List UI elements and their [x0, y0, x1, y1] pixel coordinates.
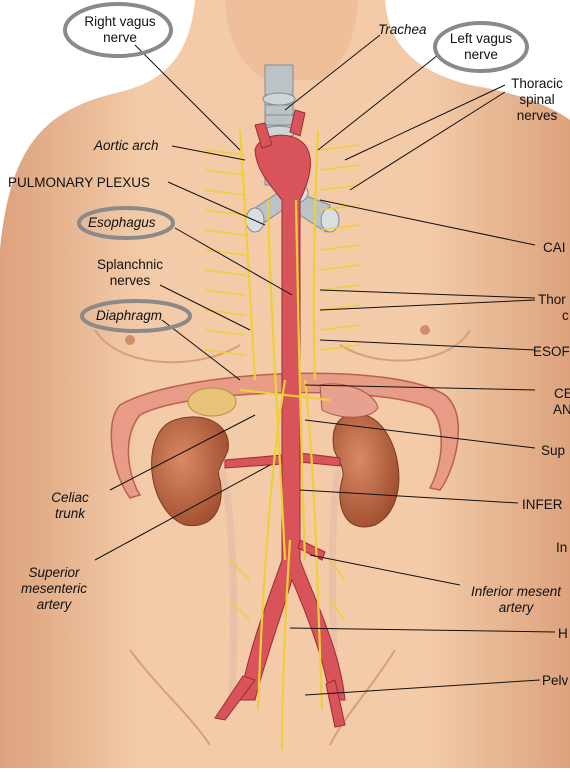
label-in: In [556, 540, 567, 556]
label-left-vagus-nerve: Left vagus nerve [440, 31, 522, 63]
label-inferior-mesenteric-artery: Inferior mesent artery [462, 584, 570, 616]
label-thoracic-spinal-nerves: Thoracic spinal nerves [504, 76, 570, 124]
label-an: AN [553, 402, 570, 418]
label-right-vagus-nerve: Right vagus nerve [70, 14, 170, 46]
label-sup: Sup [541, 443, 565, 459]
label-cai: CAI [543, 240, 566, 256]
label-infer: INFER [522, 497, 563, 513]
label-thor-c: c [562, 308, 569, 324]
label-pelv: Pelv [542, 673, 568, 689]
label-aortic-arch: Aortic arch [94, 138, 159, 154]
label-pulmonary-plexus: PULMONARY PLEXUS [8, 175, 150, 191]
label-splanchnic-nerves: Splanchnic nerves [85, 257, 175, 289]
label-diaphragm: Diaphragm [96, 308, 162, 324]
label-trachea: Trachea [378, 22, 427, 38]
label-celiac-trunk: Celiac trunk [40, 490, 100, 522]
label-thor: Thor [538, 292, 566, 308]
left-nipple [125, 335, 135, 345]
adrenal-gland [188, 388, 236, 416]
label-h: H [558, 626, 568, 642]
label-superior-mesenteric-artery: Superior mesenteric artery [14, 565, 94, 613]
label-esof: ESOF [533, 344, 570, 360]
trachea-ring [263, 93, 295, 105]
label-ce: CE [554, 386, 570, 402]
right-nipple [420, 325, 430, 335]
label-esophagus: Esophagus [88, 215, 156, 231]
